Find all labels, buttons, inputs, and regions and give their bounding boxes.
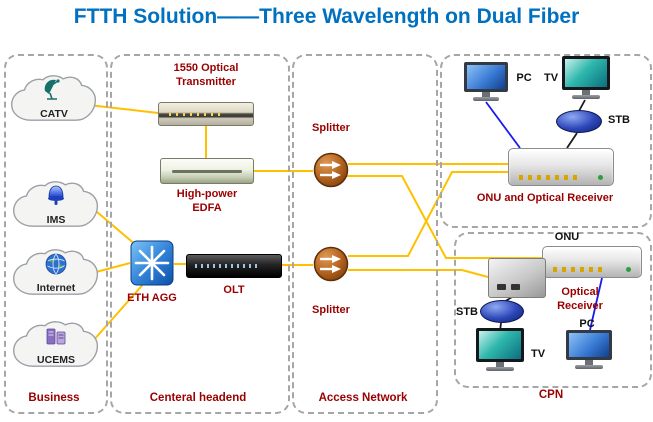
zone-label-business: Business <box>28 392 80 404</box>
label-olt: OLT <box>223 284 245 296</box>
device-led <box>626 267 632 272</box>
label-edfa: High-power EDFA <box>176 188 238 214</box>
monitor-neck <box>582 90 590 95</box>
tv-monitor-top <box>562 56 610 99</box>
splitter-top-icon <box>313 152 349 188</box>
stb-device-top <box>556 110 602 133</box>
pc-screen <box>464 62 508 92</box>
cloud-shape <box>12 321 99 367</box>
monitor-base <box>575 365 603 369</box>
monitor-base <box>571 95 601 99</box>
page-title: FTTH Solution——Three Wavelength on Dual … <box>73 5 580 28</box>
device-port <box>511 284 520 290</box>
globe-icon <box>45 253 67 275</box>
device-ports <box>552 267 607 272</box>
cloud-label-ucems: UCEMS <box>37 354 75 366</box>
device-ports <box>194 263 261 268</box>
device-slot <box>172 169 242 173</box>
label-splitter-top: Splitter <box>312 122 350 134</box>
device-olt <box>186 254 282 278</box>
monitor-base <box>472 97 500 101</box>
device-1550-transmitter <box>158 102 254 126</box>
device-led <box>597 175 603 180</box>
stb-device-bottom <box>480 300 524 323</box>
device-eth-agg <box>130 240 174 286</box>
device-ports <box>519 175 577 180</box>
device-optical-receiver <box>488 258 546 298</box>
cloud-label-internet: Internet <box>36 282 76 294</box>
label-optical-receiver: Optical Receiver <box>557 286 603 312</box>
label-eth-agg: ETH AGG <box>127 292 177 304</box>
label-stb-top: STB <box>608 114 630 126</box>
device-edfa <box>160 158 254 184</box>
device-leds <box>169 113 221 117</box>
monitor-neck <box>585 360 593 365</box>
label-splitter-bottom: Splitter <box>312 304 350 316</box>
zone-label-access: Access Network <box>318 392 408 404</box>
cloud-ucems: UCEMS <box>10 318 102 374</box>
cloud-label-ims: IMS <box>46 214 66 226</box>
monitor-neck <box>496 362 504 367</box>
zone-business <box>4 54 108 414</box>
device-onu <box>542 246 642 278</box>
label-stb-bottom: STB <box>456 306 478 318</box>
label-tv-top: TV <box>543 72 559 84</box>
snowflake-icon <box>134 245 170 281</box>
label-pc-bottom: PC <box>579 318 595 330</box>
cloud-catv: CATV <box>8 72 100 128</box>
splitter-bottom-icon <box>313 246 349 282</box>
tv-screen <box>562 56 610 90</box>
device-onu-optical-receiver <box>508 148 614 186</box>
cloud-ims: IMS <box>10 178 102 234</box>
cloud-internet: Internet <box>10 246 102 302</box>
bell-icon <box>48 185 64 205</box>
label-tv-bottom: TV <box>530 348 546 360</box>
zone-label-headend: Centeral headend <box>149 392 247 404</box>
servers-icon <box>46 328 66 345</box>
tv-screen <box>476 328 524 362</box>
pc-monitor-top <box>464 62 508 101</box>
cloud-shape <box>10 75 97 121</box>
pc-monitor-bottom <box>566 330 612 369</box>
cloud-label-catv: CATV <box>40 108 68 120</box>
zone-access <box>292 54 438 414</box>
label-pc-top: PC <box>516 72 532 84</box>
zone-cpn-bottom <box>454 232 652 388</box>
zone-cpn-top <box>440 54 652 228</box>
label-onu-optical-receiver: ONU and Optical Receiver <box>476 192 614 204</box>
monitor-base <box>485 367 515 371</box>
label-1550-transmitter: 1550 Optical Transmitter <box>173 62 239 88</box>
pc-screen <box>566 330 612 360</box>
zone-headend <box>110 54 290 414</box>
satellite-dish-icon <box>44 79 60 100</box>
label-onu: ONU <box>554 231 580 243</box>
monitor-neck <box>482 92 490 97</box>
zone-label-cpn: CPN <box>538 389 564 401</box>
tv-monitor-bottom <box>476 328 524 371</box>
device-port <box>497 284 506 290</box>
